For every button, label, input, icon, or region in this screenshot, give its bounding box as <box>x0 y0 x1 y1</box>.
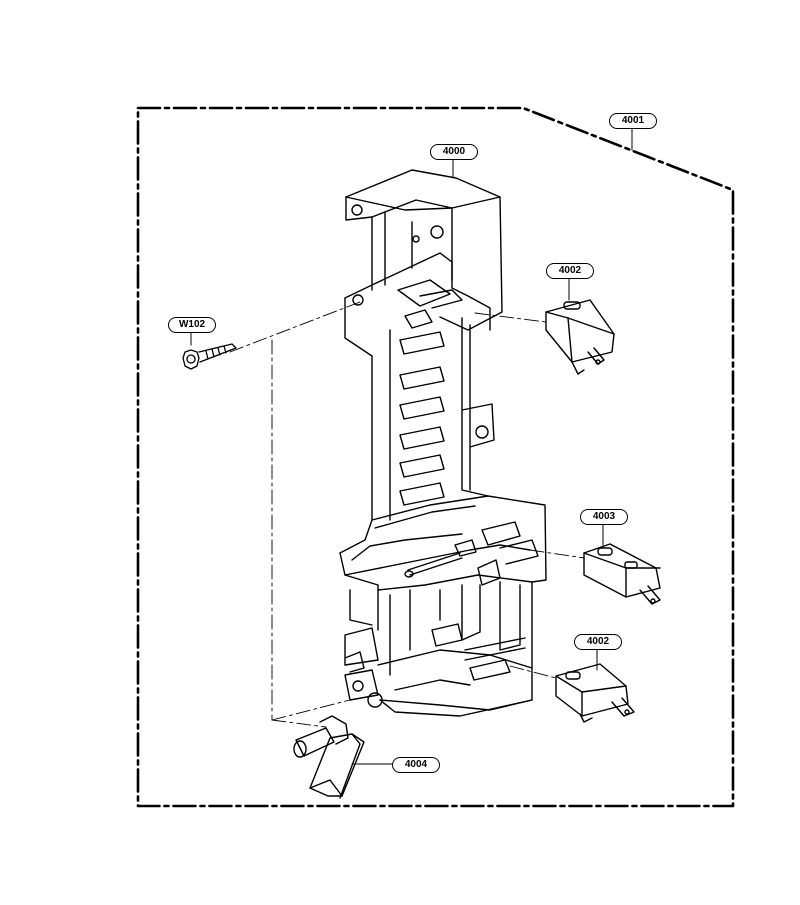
latch-frame-4000 <box>339 169 547 717</box>
micro-switch-icon <box>555 663 635 723</box>
callout-lever-4004: 4004 <box>392 757 440 773</box>
assembly-boundary <box>136 106 735 808</box>
callout-screw-w102: W102 <box>168 317 216 333</box>
callout-switch-upper-4002: 4002 <box>546 263 594 279</box>
callout-assembly-4001: 4001 <box>609 113 657 129</box>
latch-lever-icon <box>293 715 365 799</box>
callout-frame-4000: 4000 <box>430 144 478 160</box>
assembly-guide-lines <box>229 301 585 728</box>
callout-switch-middle-4003: 4003 <box>580 509 628 525</box>
callout-switch-lower-4002: 4002 <box>574 634 622 650</box>
leader-lines <box>190 126 633 765</box>
micro-switch-icon <box>545 299 615 375</box>
screw-icon <box>182 343 237 370</box>
micro-switch-icon <box>583 543 661 605</box>
